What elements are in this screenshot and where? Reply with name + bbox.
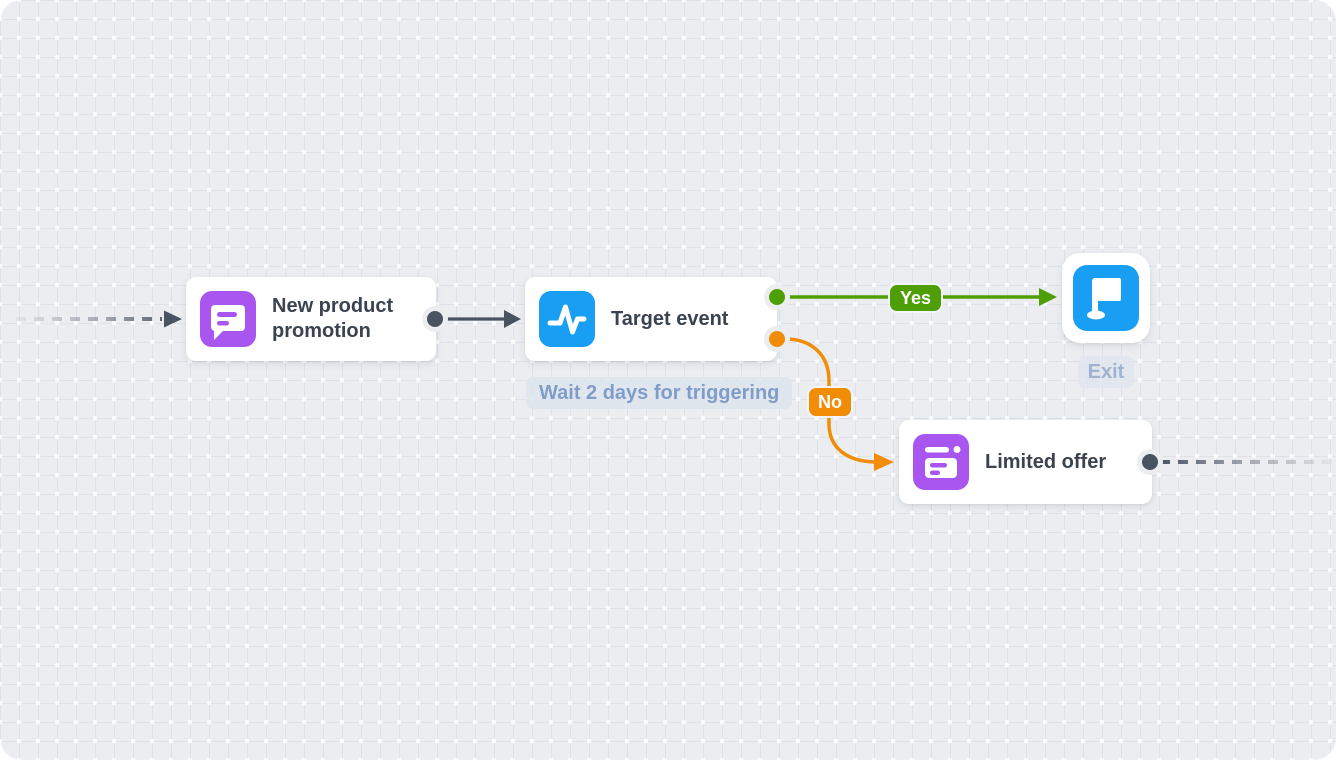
pulse-icon <box>539 291 595 347</box>
wait-duration-label: Wait 2 days for triggering <box>526 377 793 409</box>
edge-entry-arrowhead <box>164 310 182 328</box>
edge-no-arrowhead <box>874 453 894 471</box>
edge-label-yes[interactable]: Yes <box>888 283 944 313</box>
node-new-product-promotion[interactable]: New product promotion <box>186 277 436 361</box>
chat-message-icon <box>200 291 256 347</box>
article-icon <box>913 434 969 490</box>
node-title-new-product-promotion: New product promotion <box>272 295 394 342</box>
edge-label-no[interactable]: No <box>807 386 853 418</box>
edge-promo-target-arrowhead <box>504 310 521 328</box>
node-limited-offer[interactable]: Limited offer <box>899 420 1152 504</box>
node-target-event[interactable]: Target event <box>525 277 777 361</box>
exit-label: Exit <box>1078 356 1134 388</box>
node-title-target-event: Target event <box>611 307 729 330</box>
port-offer-output[interactable] <box>1142 454 1158 470</box>
edge-yes-arrowhead <box>1039 288 1057 306</box>
port-target-yes[interactable] <box>769 289 785 305</box>
node-exit[interactable] <box>1062 253 1150 343</box>
port-target-no[interactable] <box>769 331 785 347</box>
port-promo-output[interactable] <box>427 311 443 327</box>
flag-icon <box>1073 265 1139 331</box>
node-title-limited-offer: Limited offer <box>985 450 1107 473</box>
